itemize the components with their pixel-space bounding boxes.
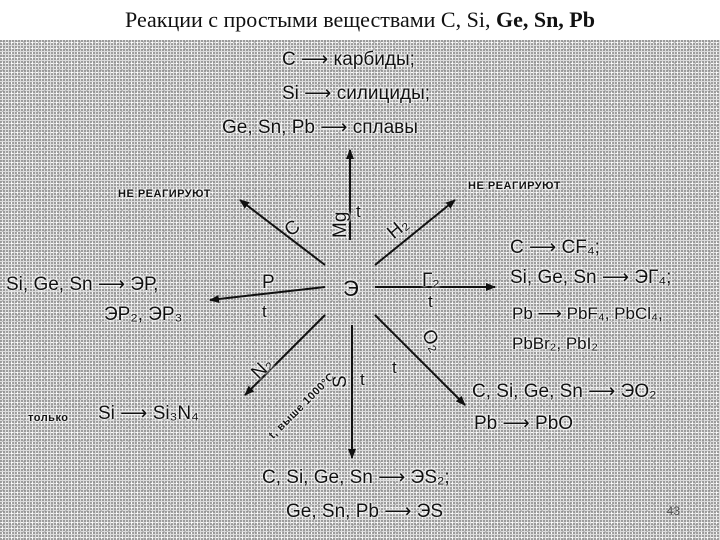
- center-element: Э: [343, 276, 359, 301]
- lower-right-product-line2: Pb ⟶ PbO: [474, 413, 574, 434]
- title-plain: Реакции с простыми веществами C, Si,: [125, 7, 496, 32]
- lower-right-condition: t: [392, 358, 397, 377]
- right-product-line3: Pb ⟶ PbF₄, PbCl₄,: [512, 304, 663, 323]
- arrow-lower-left: [244, 314, 326, 396]
- top-line-alloys: Ge, Sn, Pb ⟶ сплавы: [222, 117, 418, 138]
- reaction-arrows: [209, 149, 496, 459]
- scanned-diagram: C ⟶ карбиды; Si ⟶ силициды; Ge, Sn, Pb ⟶…: [0, 40, 720, 540]
- up-reagent: Mg: [330, 211, 351, 238]
- right-product-line4: PbBr₂, PbI₂: [512, 334, 598, 353]
- left-product-line2: ЭР₂, ЭР₃: [104, 304, 183, 325]
- slide-title: Реакции с простыми веществами C, Si, Ge,…: [0, 0, 720, 40]
- upper-right-note: НЕ РЕАГИРУЮТ: [468, 180, 561, 192]
- right-product-line1: C ⟶ CF₄;: [510, 237, 600, 258]
- lower-left-product: Si ⟶ Si₃N₄: [98, 403, 199, 424]
- top-line-silicon: Si ⟶ силициды;: [282, 83, 431, 104]
- down-product-line1: C, Si, Ge, Sn ⟶ ЭS₂;: [262, 467, 450, 488]
- page-number: 43: [666, 504, 680, 518]
- down-reagent: S: [330, 375, 351, 388]
- arrow-lower-right: [374, 314, 466, 406]
- lower-left-prefix: только: [28, 412, 69, 424]
- top-line-carbon: C ⟶ карбиды;: [282, 49, 415, 70]
- left-reagent: P: [262, 272, 275, 293]
- upper-left-note: НЕ РЕАГИРУЮТ: [118, 188, 211, 200]
- lower-right-product-line1: C, Si, Ge, Sn ⟶ ЭО₂: [472, 381, 657, 402]
- left-product-line1: Si, Ge, Sn ⟶ ЭР,: [6, 274, 159, 295]
- up-condition: t: [356, 202, 361, 221]
- right-product-line2: Si, Ge, Sn ⟶ ЭГ₄;: [510, 267, 672, 288]
- arrow-upper-left: [239, 199, 326, 266]
- right-condition: t: [428, 292, 433, 311]
- arrow-upper-right: [374, 199, 456, 266]
- title-bold: Ge, Sn, Pb: [495, 7, 595, 32]
- right-reagent: Г₂: [422, 270, 440, 291]
- arrow-left: [209, 286, 326, 303]
- down-condition: t: [360, 370, 365, 389]
- down-product-line2: Ge, Sn, Pb ⟶ ЭS: [286, 501, 444, 522]
- left-condition: t: [262, 302, 267, 321]
